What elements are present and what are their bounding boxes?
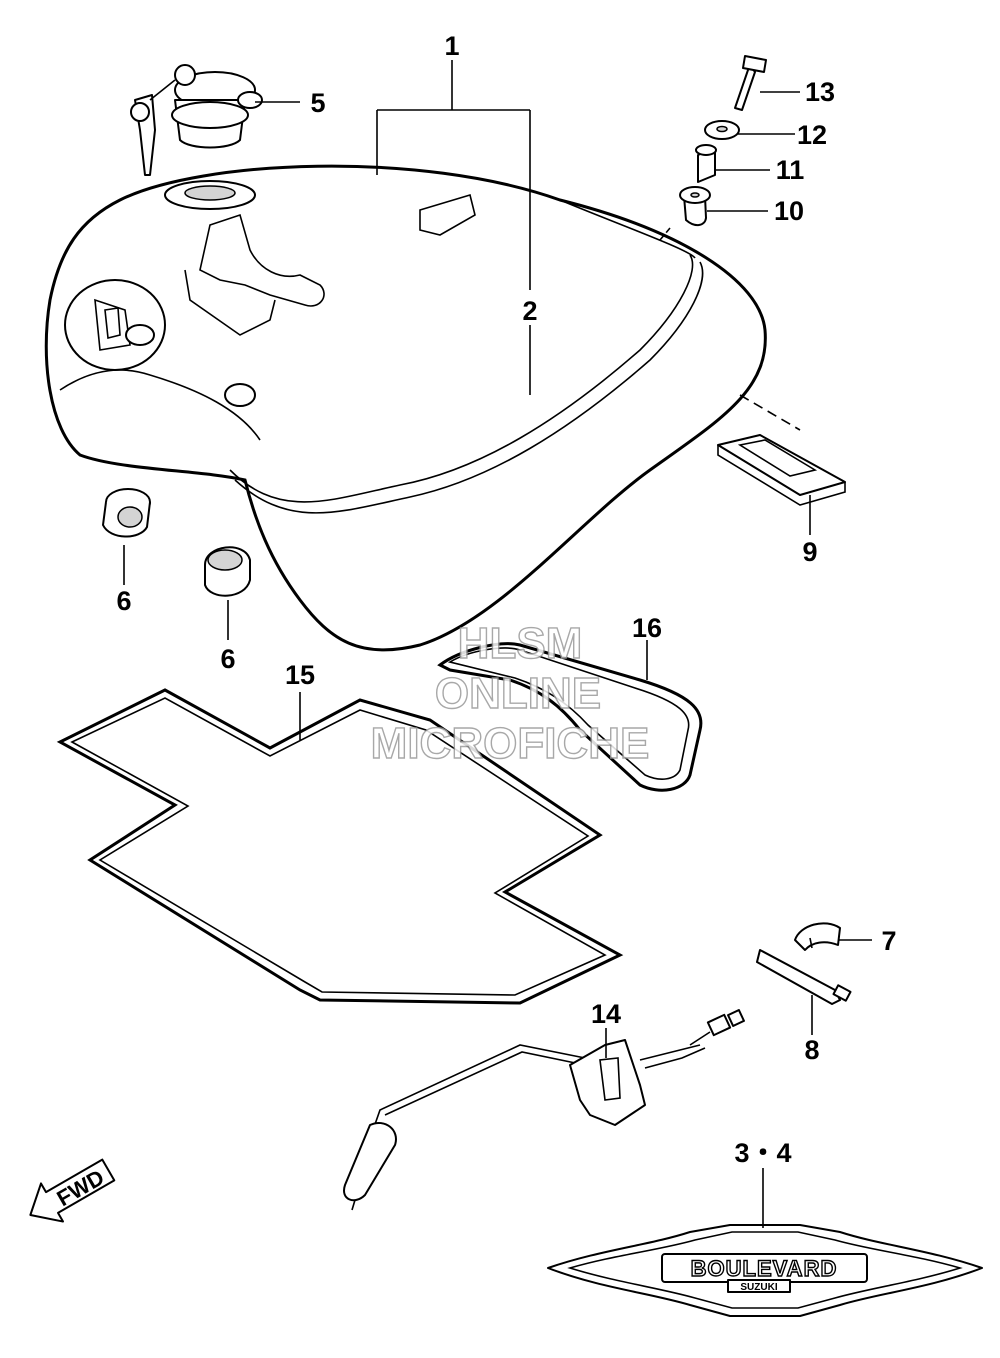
callout-label: 1 bbox=[444, 31, 459, 61]
callout-13: 13 bbox=[760, 77, 835, 107]
callout-label: 14 bbox=[591, 999, 621, 1029]
callout-15: 15 bbox=[285, 660, 315, 740]
mount-guide-line bbox=[659, 227, 671, 241]
watermark-line-2: ONLINE bbox=[435, 669, 601, 718]
callout-label: 7 bbox=[881, 926, 896, 956]
callout-9: 9 bbox=[802, 495, 818, 567]
callout-6a: 6 bbox=[116, 545, 132, 616]
cushion-10[interactable] bbox=[679, 186, 711, 226]
callout-label: 6 bbox=[220, 644, 235, 674]
fuel-tank[interactable] bbox=[44, 164, 767, 652]
callout-14: 14 bbox=[591, 999, 621, 1058]
callout-label: 9 bbox=[802, 537, 817, 567]
watermark-line-3: MICROFICHE bbox=[371, 719, 650, 768]
callout-7: 7 bbox=[838, 926, 897, 956]
watermark-line-1: HLSM bbox=[458, 619, 583, 668]
washer-12[interactable] bbox=[704, 120, 740, 140]
fwd-direction-arrow: FWD bbox=[29, 1158, 116, 1223]
callout-label: 12 bbox=[797, 120, 827, 150]
callout-label: 3・4 bbox=[734, 1138, 791, 1168]
callout-1: 1 bbox=[376, 31, 531, 290]
callout-12: 12 bbox=[738, 120, 827, 150]
callout-8: 8 bbox=[804, 995, 820, 1065]
callout-11: 11 bbox=[716, 155, 804, 185]
callout-label: 15 bbox=[285, 660, 315, 690]
callout-label: 13 bbox=[805, 77, 835, 107]
fuel-level-sender-14[interactable] bbox=[343, 1009, 745, 1211]
plug-6-right[interactable] bbox=[204, 546, 251, 597]
callout-label: 10 bbox=[774, 196, 804, 226]
spacer-11[interactable] bbox=[695, 144, 717, 183]
callout-3-4: 3・4 bbox=[734, 1138, 792, 1228]
cable-tie-8[interactable] bbox=[756, 949, 852, 1005]
watermark: HLSM ONLINE MICROFICHE bbox=[370, 618, 650, 768]
fuel-cap[interactable] bbox=[130, 64, 263, 176]
plug-6-left[interactable] bbox=[102, 488, 151, 538]
pad-guide-line bbox=[739, 394, 801, 431]
emblem-main-text: BOULEVARD bbox=[691, 1256, 838, 1281]
callout-5: 5 bbox=[255, 88, 326, 118]
callout-label: 5 bbox=[310, 88, 325, 118]
callout-label: 2 bbox=[522, 296, 537, 326]
callout-6b: 6 bbox=[220, 600, 236, 674]
callout-2: 2 bbox=[522, 296, 538, 395]
mount-bolt-13[interactable] bbox=[734, 55, 767, 111]
boulevard-emblem[interactable]: BOULEVARD SUZUKI bbox=[547, 1224, 983, 1317]
gasket-16[interactable] bbox=[437, 642, 703, 792]
emblem-sub-text: SUZUKI bbox=[740, 1282, 777, 1293]
callout-10: 10 bbox=[707, 196, 804, 226]
callout-16: 16 bbox=[632, 613, 662, 680]
callout-label: 8 bbox=[804, 1035, 819, 1065]
rear-pad-9[interactable] bbox=[717, 434, 846, 506]
callout-label: 11 bbox=[776, 155, 805, 185]
callout-label: 16 bbox=[632, 613, 662, 643]
heat-shield-15[interactable] bbox=[56, 688, 624, 1005]
callout-label: 6 bbox=[116, 586, 131, 616]
clamp-7[interactable] bbox=[794, 922, 841, 951]
